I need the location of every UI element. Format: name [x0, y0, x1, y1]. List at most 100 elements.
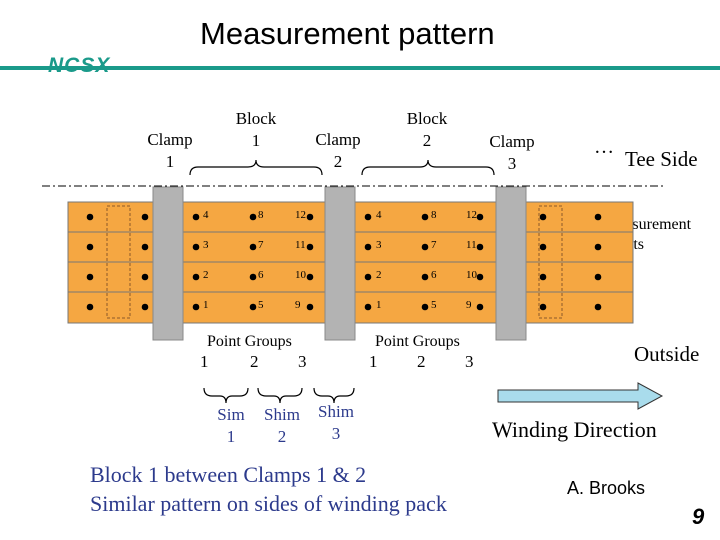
point-groups-label-1: Point Groups: [207, 333, 292, 350]
grid-number: 2: [376, 269, 382, 281]
measurement-dot: [476, 243, 484, 251]
measurement-dot: [364, 303, 372, 311]
measurement-dot: [192, 303, 200, 311]
measurement-dot: [306, 213, 314, 221]
slide-title: Measurement pattern: [200, 16, 495, 51]
measurement-dot: [476, 273, 484, 281]
point-groups-label-2: Point Groups: [375, 333, 460, 350]
measurement-dot: [192, 213, 200, 221]
measurement-dot: [594, 303, 602, 311]
measurement-dot: [539, 273, 547, 281]
grid-number: 11: [466, 239, 477, 251]
grid-number: 8: [258, 209, 264, 221]
ellipsis-mark: …: [594, 136, 614, 158]
grid-number: 5: [431, 299, 437, 311]
block-1-brace: [189, 159, 323, 176]
measurement-dot: [306, 303, 314, 311]
measurement-dot: [306, 243, 314, 251]
measurement-dot: [364, 243, 372, 251]
measurement-dot: [476, 303, 484, 311]
point-group-3-num: 3: [298, 352, 307, 371]
shim-2-brace: [257, 387, 303, 404]
grid-number: 7: [258, 239, 264, 251]
shim-1-brace: [203, 387, 249, 404]
header-rule: [0, 66, 720, 70]
grid-number: 1: [203, 299, 209, 311]
winding-direction-label: Winding Direction: [492, 417, 657, 442]
measurement-dot: [539, 243, 547, 251]
measurement-dot: [249, 303, 257, 311]
grid-number: 6: [431, 269, 437, 281]
grid-number: 10: [466, 269, 477, 281]
measurement-dot: [306, 273, 314, 281]
point-group-1-num: 1: [200, 352, 209, 371]
ncsx-logo: NCSX: [48, 54, 111, 77]
block-2-brace: [361, 159, 495, 176]
measurement-dot: [364, 273, 372, 281]
measurement-dot: [594, 213, 602, 221]
dashed-boxes: [106, 205, 563, 319]
measurement-dot: [86, 213, 94, 221]
winding-direction-arrow: [497, 382, 664, 410]
clamps: [152, 186, 527, 341]
measurement-dot: [86, 273, 94, 281]
grid-number: 9: [295, 299, 301, 311]
measurement-dot: [86, 243, 94, 251]
tee-side-label: Tee Side: [625, 147, 698, 171]
point-group-2-num: 2: [250, 352, 259, 371]
grid-number: 10: [295, 269, 306, 281]
measurement-dot: [539, 303, 547, 311]
point-group-3-num-b2: 3: [465, 352, 474, 371]
block-braces: [189, 159, 495, 176]
grid-number: 8: [431, 209, 437, 221]
measurement-dot: [364, 213, 372, 221]
notes-line-2: Similar pattern on sides of winding pack: [90, 491, 447, 516]
outside-label: Outside: [634, 342, 700, 366]
measurement-dot: [249, 273, 257, 281]
measurement-dot: [476, 213, 484, 221]
grid-number: 4: [376, 209, 382, 221]
measurement-dot: [249, 213, 257, 221]
measurement-dot: [421, 273, 429, 281]
grid-number: 11: [295, 239, 306, 251]
measurement-dot: [141, 303, 149, 311]
grid-number: 6: [258, 269, 264, 281]
measurement-dot: [141, 213, 149, 221]
measurement-dot: [192, 243, 200, 251]
grid-number: 12: [466, 209, 477, 221]
grid-number: 9: [466, 299, 472, 311]
clamp-2: [324, 186, 356, 341]
grid-number: 1: [376, 299, 382, 311]
grid-number: 12: [295, 209, 306, 221]
shim-3-brace: [313, 387, 355, 404]
clamp-3: [495, 186, 527, 341]
notes: Block 1 between Clamps 1 & 2 Similar pat…: [90, 460, 447, 518]
author: A. Brooks: [567, 478, 646, 498]
measurement-dot: [594, 243, 602, 251]
measurement-dot: [141, 273, 149, 281]
measurement-dot: [421, 243, 429, 251]
point-group-1-num-b2: 1: [369, 352, 378, 371]
measurement-dot: [192, 273, 200, 281]
measurement-dot: [421, 303, 429, 311]
page-number: 9: [692, 504, 705, 529]
clamp-1: [152, 186, 184, 341]
grid-number: 2: [203, 269, 209, 281]
grid-number: 5: [258, 299, 264, 311]
measurement-dot: [594, 273, 602, 281]
measurement-dots: [86, 213, 602, 311]
measurement-dot: [249, 243, 257, 251]
measurement-dot: [539, 213, 547, 221]
notes-line-1: Block 1 between Clamps 1 & 2: [90, 462, 367, 487]
grid-number: 7: [431, 239, 437, 251]
